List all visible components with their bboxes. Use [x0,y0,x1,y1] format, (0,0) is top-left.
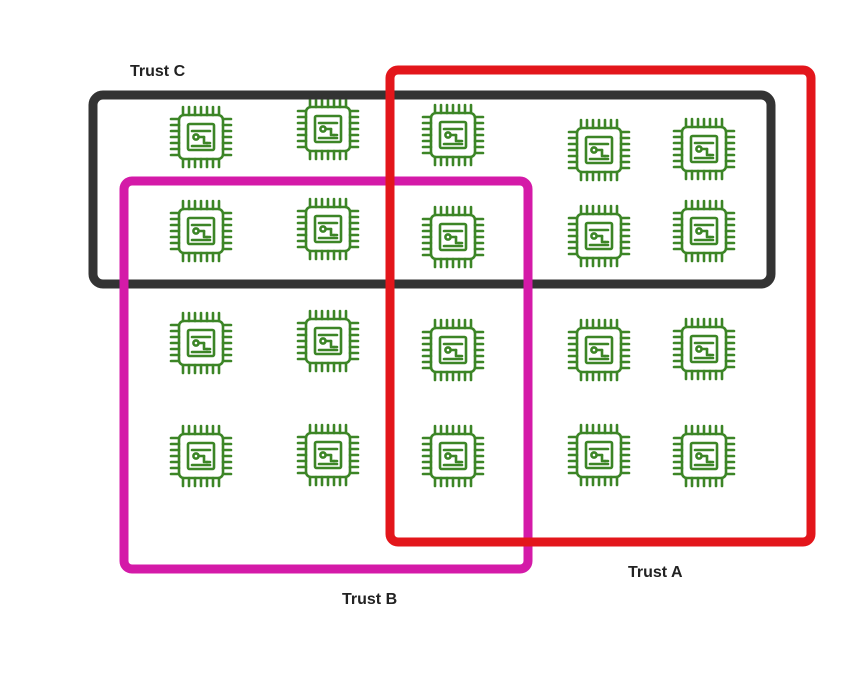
cpu-chip-icon [298,425,358,485]
cpu-chip-icon [298,99,358,159]
cpu-chip-icon [569,425,629,485]
trust-a-label: Trust A [628,564,683,581]
cpu-chip-icon [171,313,231,373]
cpu-chip-icon [171,107,231,167]
cpu-chip-icon [674,119,734,179]
trust-b-label: Trust B [342,591,397,608]
cpu-chip-icon [423,320,483,380]
cpu-chip-icon [423,426,483,486]
cpu-chip-icon [569,120,629,180]
trust-c-label: Trust C [130,63,186,80]
cpu-chip-icon [674,319,734,379]
cpu-chip-icon [423,105,483,165]
cpu-chip-icon [171,201,231,261]
cpu-chip-icon [674,426,734,486]
cpu-chip-icon [298,311,358,371]
chips-layer [171,99,734,486]
cpu-chip-icon [171,426,231,486]
cpu-chip-icon [674,201,734,261]
cpu-chip-icon [423,207,483,267]
cpu-chip-icon [298,199,358,259]
trust-a-boundary [390,70,811,542]
cpu-chip-icon [569,320,629,380]
cpu-chip-icon [569,206,629,266]
